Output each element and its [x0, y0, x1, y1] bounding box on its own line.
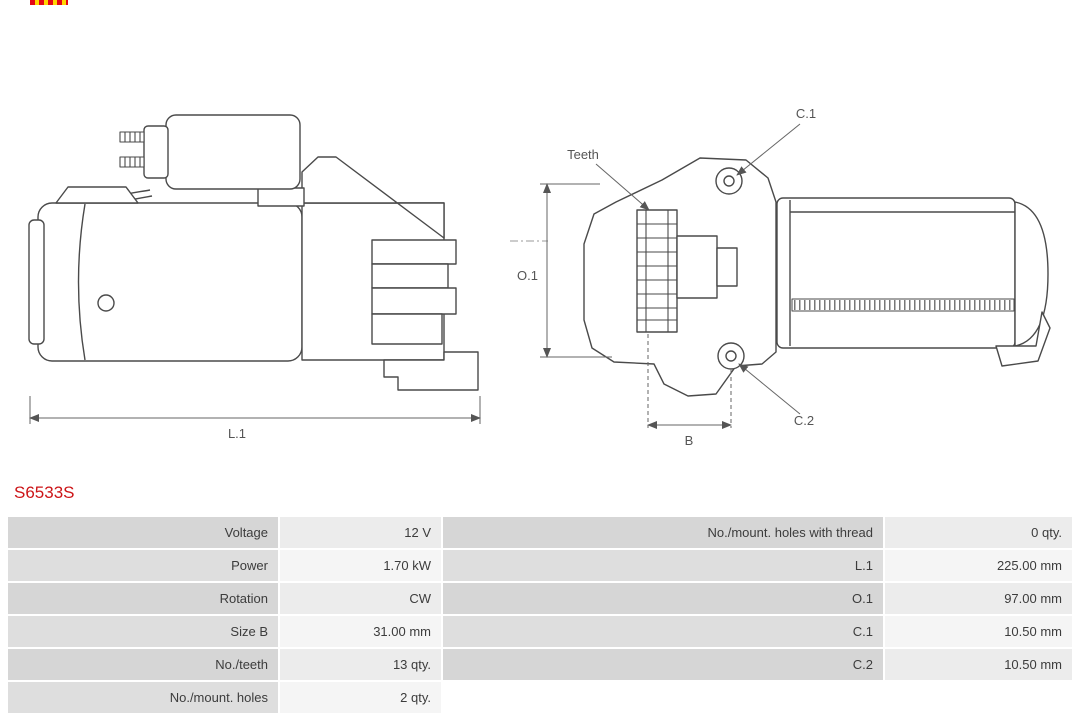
spec-table: Voltage 12 V No./mount. holes with threa… — [8, 517, 1072, 713]
spec-label: No./mount. holes with thread — [443, 517, 883, 548]
gear-teeth-lines — [637, 210, 677, 332]
end-view — [583, 157, 1051, 397]
housing-hump — [55, 186, 139, 204]
mount-hole-c2 — [717, 342, 745, 370]
spec-label: Power — [8, 550, 278, 581]
spec-label: O.1 — [443, 583, 883, 614]
label-c2: C.2 — [794, 413, 814, 428]
spec-label: Rotation — [8, 583, 278, 614]
solenoid-bracket — [257, 187, 305, 207]
spec-label: C.1 — [443, 616, 883, 647]
rear-bracket — [995, 311, 1051, 367]
through-bolt-hole — [97, 294, 115, 312]
technical-drawing: L.1 — [28, 106, 1051, 448]
spec-label: C.2 — [443, 649, 883, 680]
spec-value: 10.50 mm — [885, 616, 1072, 647]
spec-label: Voltage — [8, 517, 278, 548]
pinion-steps — [371, 239, 457, 345]
spec-value: 2 qty. — [280, 682, 441, 713]
shaft-hub — [716, 247, 738, 287]
spec-label: Size B — [8, 616, 278, 647]
spec-label: L.1 — [443, 550, 883, 581]
dimension-l1 — [29, 396, 481, 424]
pinion-gear — [636, 209, 678, 333]
leader-c2 — [738, 363, 801, 415]
leader-c1 — [736, 123, 801, 176]
motor-body — [776, 197, 1016, 349]
gear-collar — [676, 235, 718, 299]
rear-end-cap — [28, 219, 45, 345]
spec-value: 13 qty. — [280, 649, 441, 680]
leader-teeth — [595, 163, 650, 211]
spec-value-empty — [885, 682, 1072, 713]
spec-value: 1.70 kW — [280, 550, 441, 581]
spec-label: No./teeth — [8, 649, 278, 680]
label-o1: O.1 — [517, 268, 538, 283]
spec-value: 225.00 mm — [885, 550, 1072, 581]
sloped-cover — [301, 156, 445, 239]
spec-label-empty — [443, 682, 883, 713]
spec-label: No./mount. holes — [8, 682, 278, 713]
spec-value: 31.00 mm — [280, 616, 441, 647]
logo-fragment — [30, 0, 68, 5]
label-c1: C.1 — [796, 106, 816, 121]
ribbed-band — [791, 298, 1015, 312]
motor-housing — [37, 202, 303, 362]
spec-value: 10.50 mm — [885, 649, 1072, 680]
spec-value: 97.00 mm — [885, 583, 1072, 614]
terminal-studs — [119, 131, 145, 168]
spec-value: 0 qty. — [885, 517, 1072, 548]
solenoid-body — [165, 114, 301, 190]
label-l1: L.1 — [228, 426, 246, 441]
mount-hole-c1 — [715, 167, 743, 195]
label-teeth: Teeth — [567, 147, 599, 162]
label-b: B — [685, 433, 694, 448]
motor-end-cap — [1014, 201, 1049, 347]
solenoid-cap — [143, 125, 169, 179]
housing-panel-line — [77, 203, 86, 361]
dimension-b — [647, 334, 732, 429]
mounting-foot — [383, 351, 479, 391]
spec-value: CW — [280, 583, 441, 614]
spec-value: 12 V — [280, 517, 441, 548]
side-view — [28, 114, 479, 391]
dimension-o1 — [510, 183, 612, 358]
part-number: S6533S — [14, 483, 75, 502]
